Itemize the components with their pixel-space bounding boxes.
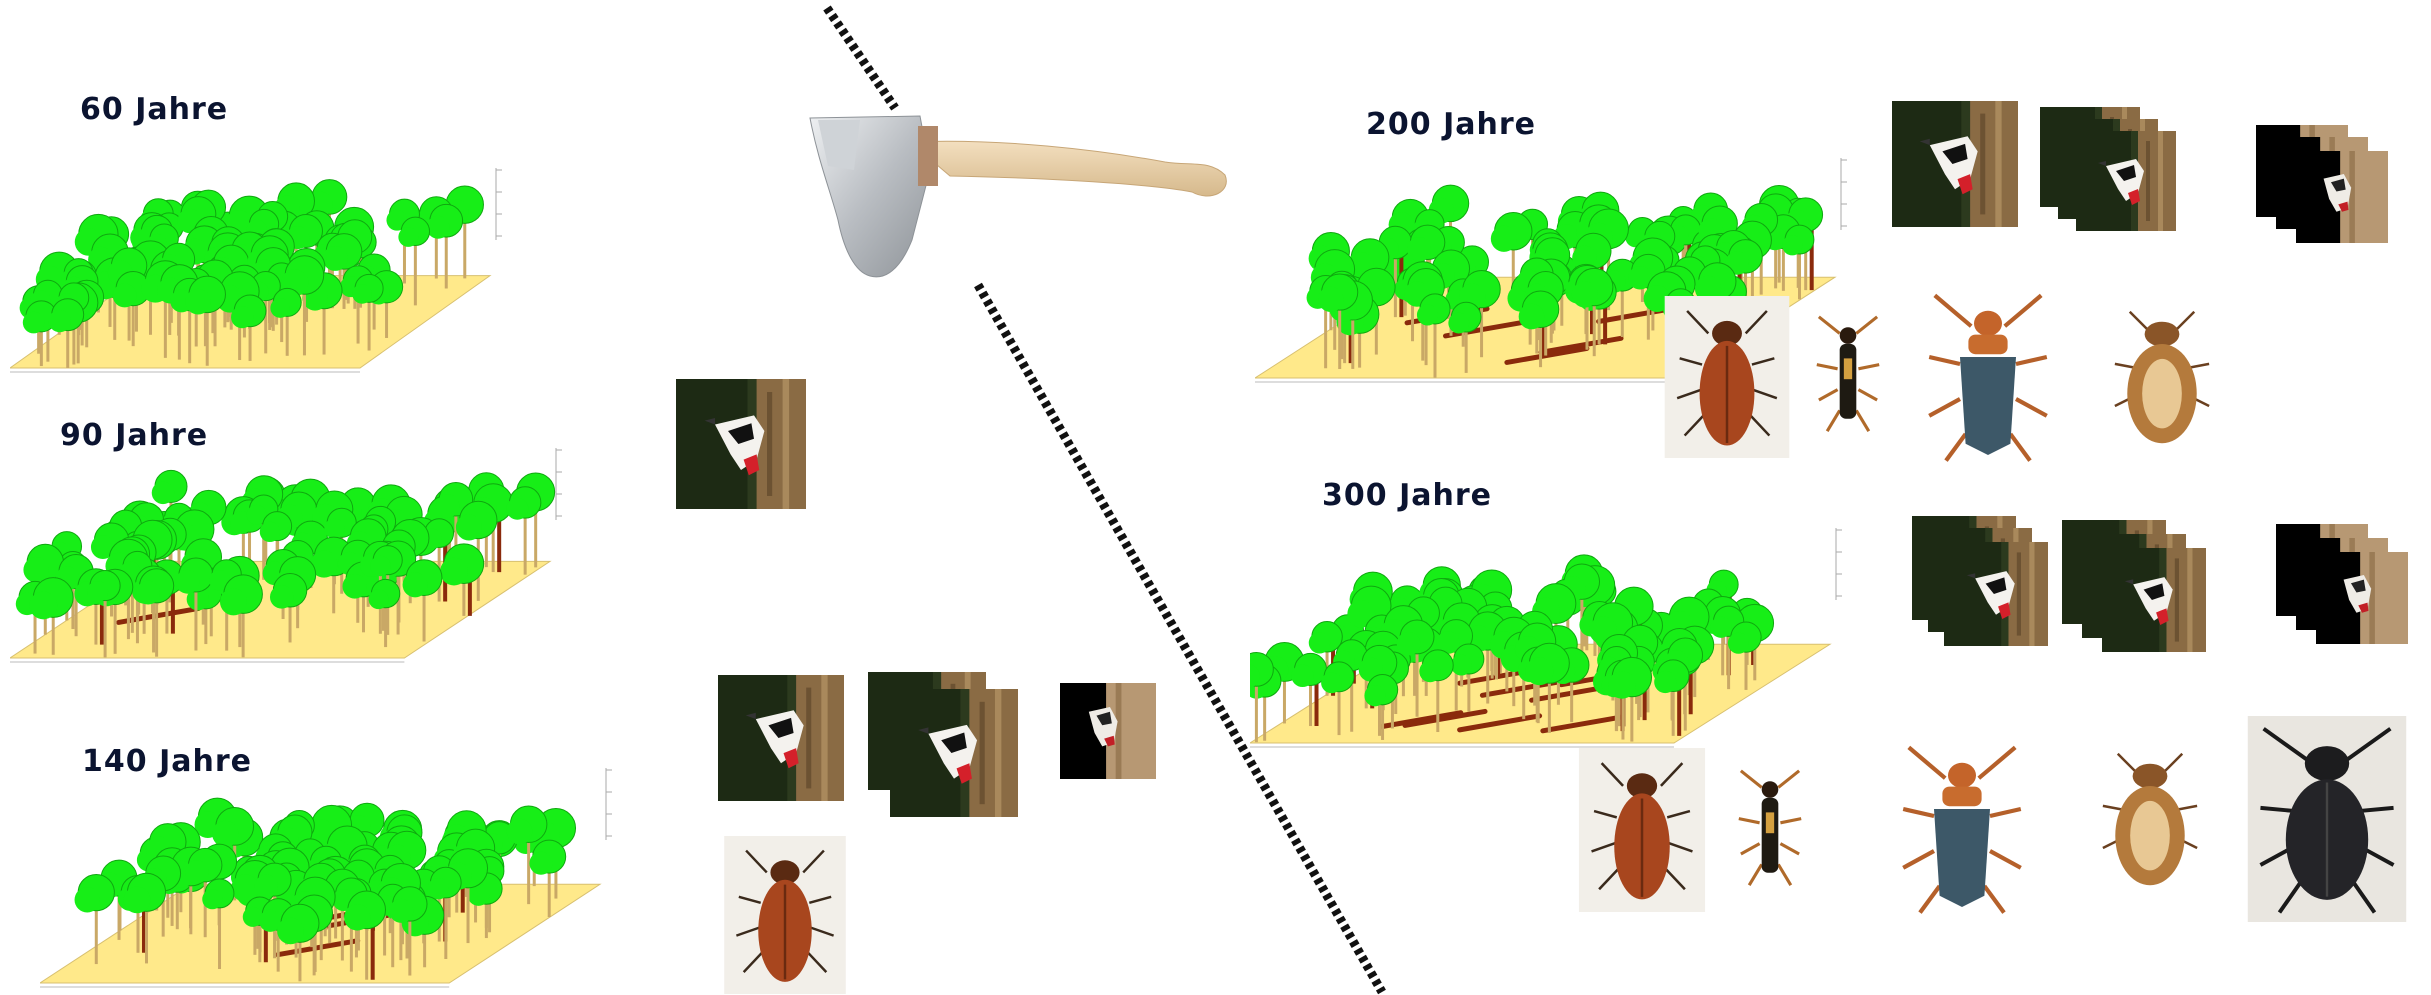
woodpecker-photo — [718, 672, 844, 804]
beetle-photo — [2238, 716, 2416, 922]
beetle-photo — [1796, 294, 1900, 454]
beetle-photo — [1892, 736, 2032, 924]
divider-line — [800, 0, 1400, 995]
woodpecker-photo — [1060, 672, 1156, 790]
beetle-photo — [716, 836, 854, 994]
forest-stand-90 — [10, 440, 570, 670]
woodpecker-photo — [2316, 538, 2408, 658]
beetle-photo — [1658, 296, 1796, 458]
woodpecker-photo — [1944, 534, 2048, 654]
forest-stand-60 — [10, 160, 510, 380]
beetle-photo — [2100, 294, 2224, 466]
forest-stand-140 — [40, 760, 620, 995]
beetle-photo — [2088, 736, 2212, 908]
woodpecker-photo — [2296, 138, 2388, 256]
age-label-60: 60 Jahre — [80, 92, 228, 127]
woodpecker-photo — [676, 378, 806, 510]
beetle-photo — [1918, 284, 2058, 472]
woodpecker-photo — [1892, 98, 2018, 230]
beetle-photo — [1718, 746, 1822, 910]
woodpecker-photo — [890, 688, 1018, 818]
woodpecker-photo — [2102, 540, 2206, 660]
woodpecker-photo — [2076, 122, 2176, 240]
beetle-photo — [1574, 748, 1710, 912]
